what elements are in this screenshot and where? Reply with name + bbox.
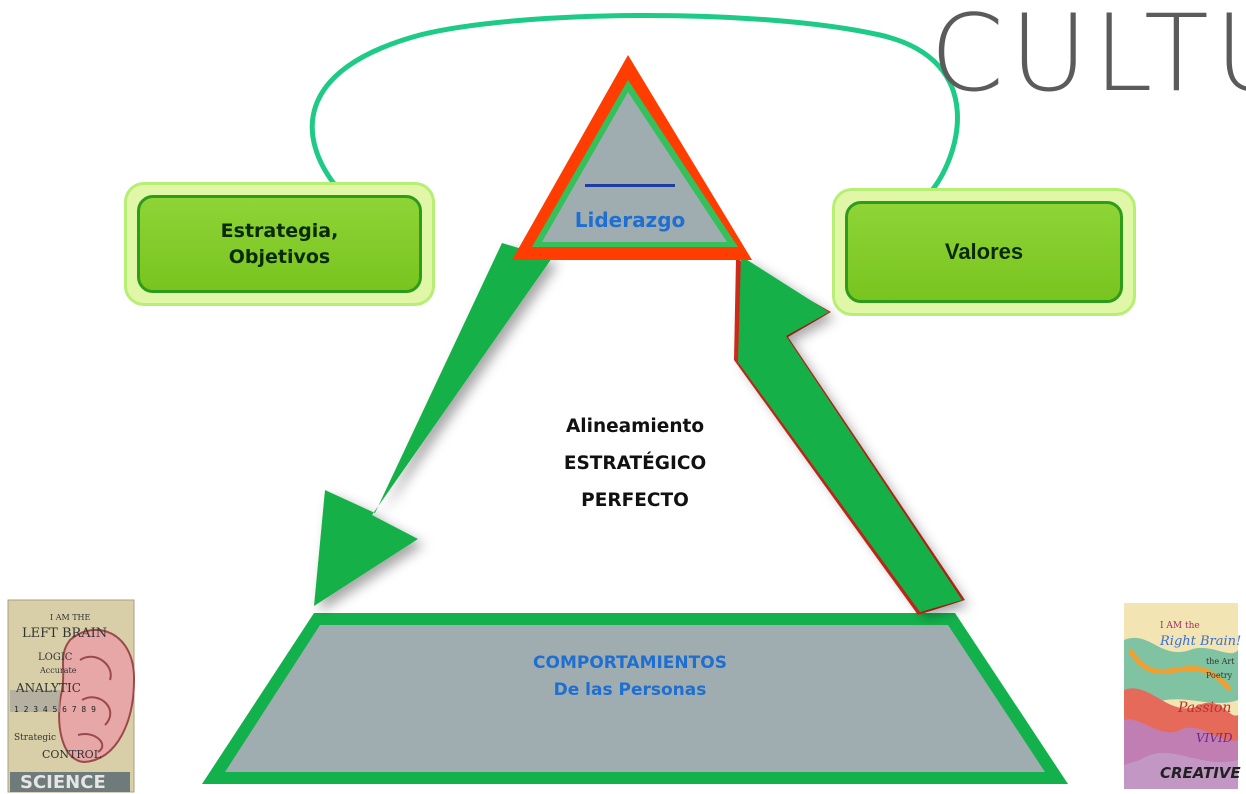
left-brain-text-2: LEFT BRAIN (22, 626, 107, 641)
center-line-2: ESTRATÉGICO (563, 453, 707, 474)
right-brain-text-6: VIVID (1196, 731, 1233, 745)
left-brain-text-5: ANALYTIC (15, 681, 81, 695)
center-line-1: Alineamiento (565, 416, 705, 437)
base-line-1: COMPORTAMIENTOS (533, 653, 727, 673)
box-valores-label: Valores (944, 239, 1024, 264)
box-estrategia-inner: Estrategia, Objetivos (137, 195, 422, 293)
right-brain-text-2: Right Brain! (1159, 634, 1241, 649)
arrow-up-right (738, 256, 962, 612)
left-brain-text-4: Accurate (39, 666, 77, 675)
right-brain-text-1: I AM the (1160, 621, 1200, 631)
left-brain-text-3: LOGIC (38, 652, 73, 663)
apex-triangle (542, 92, 727, 242)
page-title: CULTU (930, 0, 1246, 115)
box-valores: Valores (832, 188, 1136, 316)
arrow-down-left (314, 243, 552, 606)
right-brain-text-4: Poetry (1206, 671, 1233, 680)
base-trapezoid-fill (225, 625, 1045, 772)
center-line-3: PERFECTO (581, 490, 689, 511)
right-brain-text-7: CREATIVE (1160, 764, 1241, 782)
center-statement: Alineamiento ESTRATÉGICO PERFECTO (530, 408, 740, 519)
apex-label: Liderazgo (574, 208, 686, 232)
left-brain-text-6: 1 2 3 4 5 6 7 8 9 (14, 705, 96, 714)
connector-loop (309, 13, 960, 197)
left-brain-text-1: I AM THE (50, 613, 91, 622)
right-brain-image: I AM the Right Brain! the Art Poetry Pas… (1124, 603, 1241, 789)
left-brain-text-9: SCIENCE (20, 772, 106, 793)
box-valores-inner: Valores (845, 201, 1123, 303)
base-statement: COMPORTAMIENTOS De las Personas (480, 650, 780, 704)
left-brain-text-7: Strategic (14, 733, 56, 743)
base-line-2: De las Personas (553, 680, 707, 700)
right-brain-text-3: the Art (1206, 657, 1235, 666)
left-brain-text-8: CONTROL (42, 748, 102, 761)
right-brain-text-5: Passion (1177, 700, 1231, 716)
box-estrategia-label: Estrategia, Objetivos (220, 220, 339, 268)
apex-underline (585, 184, 675, 187)
left-brain-image: I AM THE LEFT BRAIN LOGIC Accurate ANALY… (7, 599, 136, 793)
box-estrategia: Estrategia, Objetivos (124, 182, 435, 306)
